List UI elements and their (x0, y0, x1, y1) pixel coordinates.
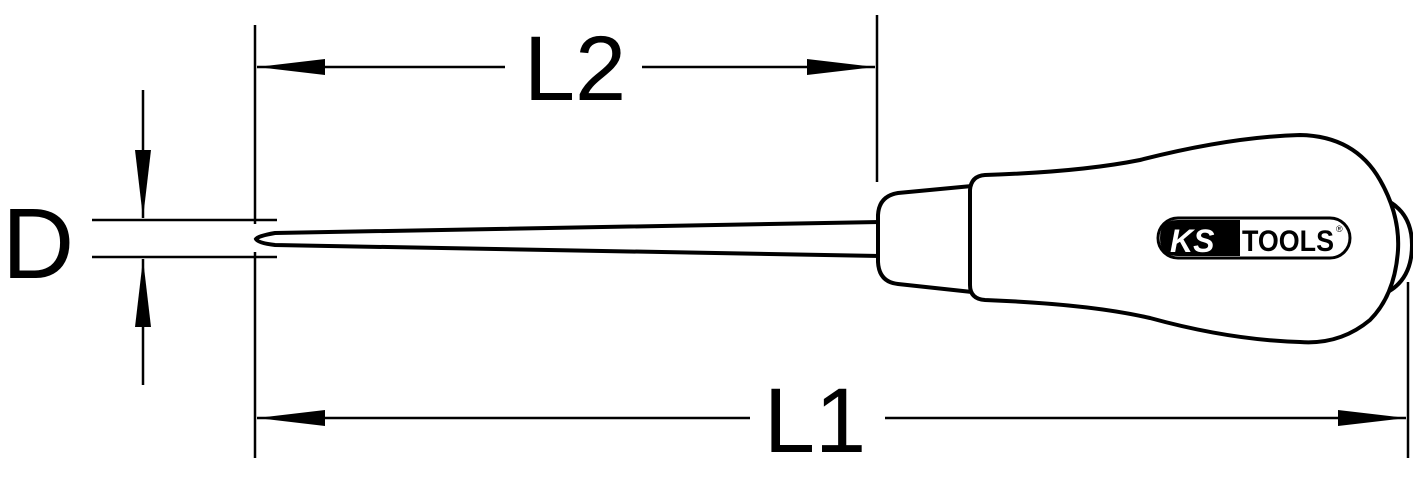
svg-text:®: ® (1336, 224, 1343, 234)
d-label: D (2, 188, 74, 300)
ferrule (876, 184, 973, 294)
extension-lines (92, 15, 1410, 458)
svg-text:TOOLS: TOOLS (1242, 225, 1334, 258)
svg-text:KS: KS (1170, 223, 1215, 259)
l1-label: L1 (764, 370, 866, 472)
l2-label: L2 (524, 18, 626, 120)
ks-tools-logo: KS TOOLS ® (1156, 216, 1352, 260)
shaft (253, 220, 881, 258)
